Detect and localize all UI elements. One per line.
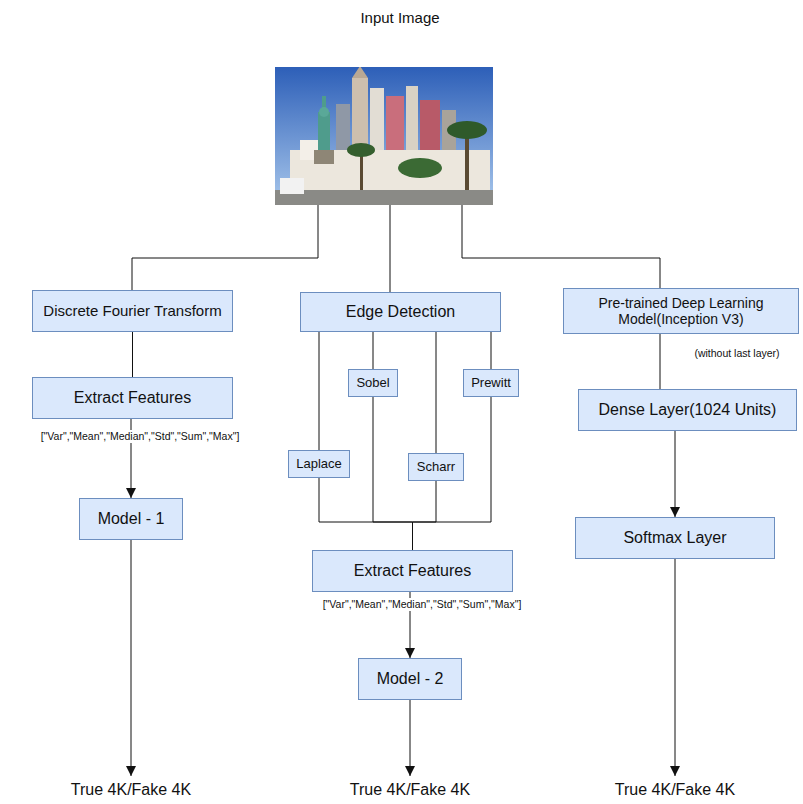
transform-box: Discrete Fourier Transform	[32, 290, 233, 332]
feature-list: ["Var","Mean","Median","Std","Sum","Max"…	[39, 430, 242, 443]
node-label: Scharr	[411, 460, 461, 475]
connector	[660, 334, 661, 389]
connector	[373, 332, 374, 369]
filter-box: Scharr	[408, 453, 464, 481]
photo-statue	[318, 112, 330, 152]
output-arrow	[675, 559, 676, 776]
node-label: Softmax Layer	[617, 529, 732, 547]
photo-palm	[447, 121, 487, 139]
branch-line	[132, 205, 318, 290]
input-photo	[275, 67, 493, 205]
connector	[132, 332, 133, 377]
node-label: Sobel	[350, 376, 395, 391]
node-label: Laplace	[290, 457, 348, 472]
output-arrow	[131, 540, 132, 776]
connector	[319, 332, 320, 450]
process-box: Extract Features	[32, 377, 233, 419]
model-box: Pre-trained Deep Learning Model(Inceptio…	[563, 288, 799, 334]
process-box: Edge Detection	[300, 292, 501, 332]
layer-box: Dense Layer(1024 Units)	[578, 389, 797, 431]
branch-line	[390, 205, 391, 292]
process-box: Extract Features	[312, 550, 513, 592]
photo-pedestal	[314, 150, 334, 164]
output-arrow	[410, 700, 411, 776]
photo-palm	[347, 143, 375, 157]
photo-ground	[275, 190, 493, 205]
filter-box: Prewitt	[463, 369, 519, 397]
photo-building	[290, 150, 490, 192]
annotation: (without last layer)	[692, 347, 781, 360]
filter-box: Laplace	[288, 450, 350, 478]
output-label: True 4K/Fake 4K	[69, 780, 193, 799]
feature-list: ["Var","Mean","Median","Std","Sum","Max"…	[321, 598, 524, 611]
photo-sky	[275, 67, 493, 205]
model-box: Model - 1	[79, 498, 183, 540]
node-label: Extract Features	[348, 562, 477, 580]
node-label: Pre-trained Deep Learning Model(Inceptio…	[564, 295, 798, 327]
filter-box: Sobel	[348, 369, 398, 397]
branch-line	[462, 205, 660, 288]
photo-trees	[398, 158, 442, 178]
node-label: Prewitt	[465, 376, 517, 391]
photo-truck	[280, 178, 304, 194]
node-label: Model - 2	[371, 670, 450, 688]
node-label: Model - 1	[92, 510, 171, 528]
output-label: True 4K/Fake 4K	[613, 780, 737, 799]
diagram-title: Input Image	[358, 9, 441, 27]
photo-tower	[352, 67, 368, 78]
node-label: Dense Layer(1024 Units)	[593, 401, 783, 419]
node-label: Edge Detection	[340, 303, 461, 321]
output-label: True 4K/Fake 4K	[348, 780, 472, 799]
node-label: Discrete Fourier Transform	[37, 302, 227, 319]
model-box: Model - 2	[358, 658, 462, 700]
connector	[491, 332, 492, 369]
connector	[373, 397, 413, 550]
photo-palm	[465, 130, 469, 192]
connector	[675, 431, 676, 517]
connector	[413, 481, 437, 550]
connector	[436, 332, 437, 453]
connector	[319, 478, 413, 550]
photo-statue	[319, 107, 329, 117]
layer-box: Softmax Layer	[575, 517, 775, 559]
node-label: Extract Features	[68, 389, 197, 407]
